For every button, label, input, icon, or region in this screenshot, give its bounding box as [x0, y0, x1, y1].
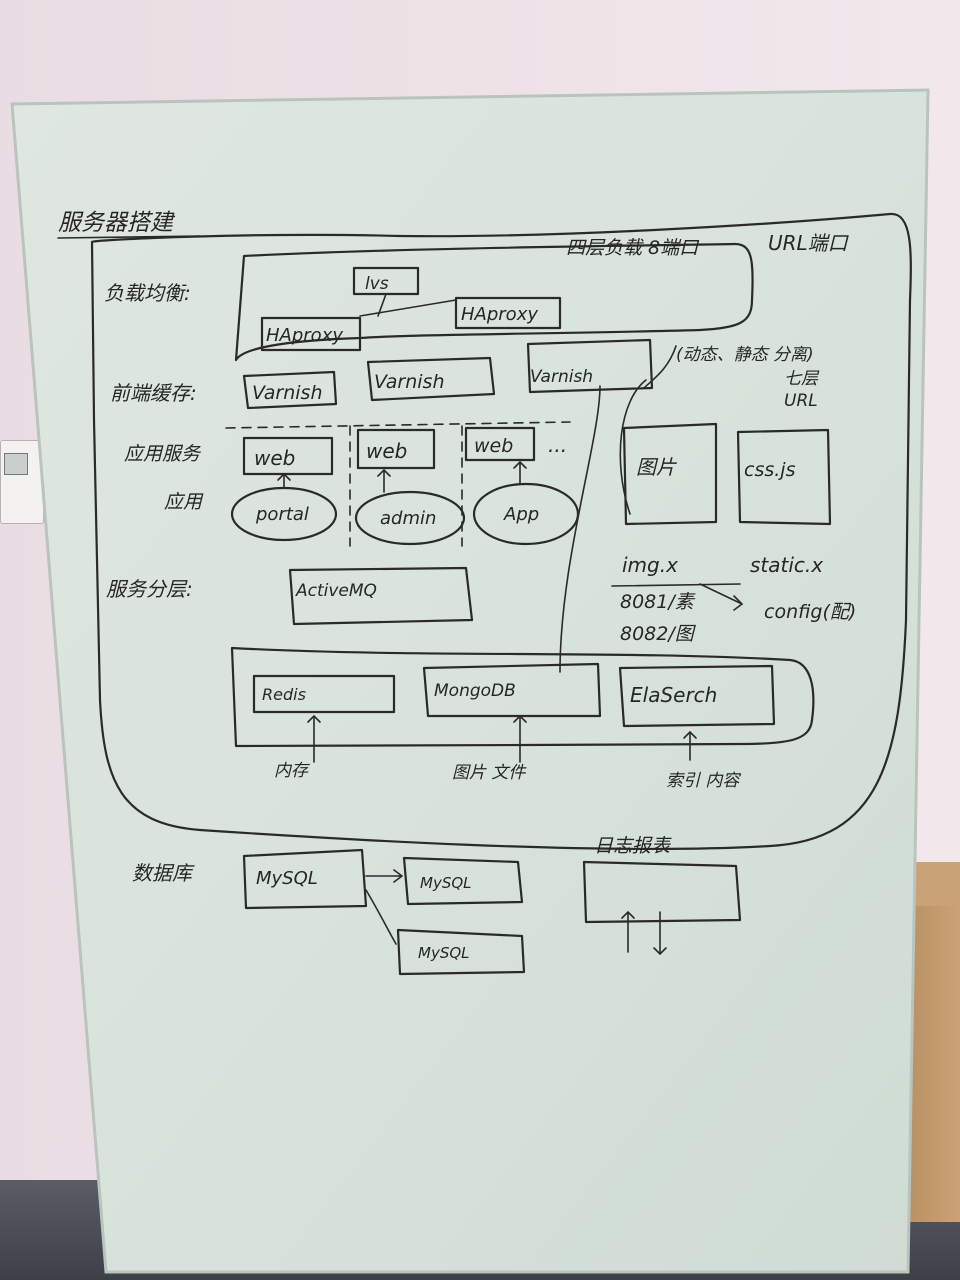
redis-box	[252, 674, 396, 714]
mongodb-label: MongoDB	[434, 681, 516, 701]
css-js-label: css.js	[744, 459, 796, 481]
layer4-note: 四层负载 8端口	[566, 237, 700, 259]
ellipsis: ...	[548, 433, 567, 457]
report-label: 日志报表	[594, 835, 672, 857]
load-balancing-group	[234, 242, 754, 362]
frontend-cache-label: 前端缓存:	[110, 381, 197, 405]
images-box	[622, 422, 718, 526]
wall-thermostat	[0, 440, 44, 524]
activemq-box	[288, 566, 474, 626]
haproxy-right-label: HAproxy	[461, 304, 538, 325]
mysql-box	[242, 848, 368, 910]
images-label: 图片	[636, 455, 677, 479]
portal-label: portal	[255, 504, 309, 525]
es-note: 索引 内容	[666, 771, 741, 791]
url-note: URL	[784, 391, 818, 411]
app-label: App	[503, 504, 539, 525]
varnish-1-label: Varnish	[252, 382, 323, 404]
varnish-2-label: Varnish	[374, 371, 445, 393]
varnish-3-label: Varnish	[530, 367, 593, 387]
app-servers-label: 应用服务	[124, 443, 202, 465]
activemq-label: ActiveMQ	[295, 581, 377, 601]
load-balancing-label: 负载均衡:	[104, 281, 191, 305]
mysql-replica-2-label: MySQL	[418, 944, 470, 962]
varnish-3-box	[526, 338, 654, 394]
elasticsearch-box	[618, 664, 776, 728]
varnish-2-box	[366, 356, 496, 402]
redis-label: Redis	[262, 685, 306, 704]
database-label: 数据库	[132, 861, 195, 885]
web-1-label: web	[254, 446, 295, 470]
web-3-box	[464, 426, 536, 462]
lvs-label: lvs	[365, 274, 389, 294]
storage-group	[230, 646, 815, 748]
web-1-box	[242, 436, 334, 476]
mysql-replica-1-box	[402, 856, 524, 906]
admin-label: admin	[380, 508, 436, 529]
glass-board	[10, 88, 930, 1274]
css-js-box	[736, 428, 832, 526]
redis-note: 内存	[274, 761, 310, 781]
mongodb-note: 图片 文件	[452, 763, 527, 783]
app-side-label: 应用	[164, 491, 204, 513]
web-2-box	[356, 428, 436, 470]
haproxy-left-box	[260, 316, 362, 352]
report-box	[582, 860, 742, 924]
config-note: config(配)	[764, 601, 856, 623]
split-note: (动态、静态 分离)	[676, 345, 814, 365]
web-2-label: web	[366, 439, 407, 463]
outer-boundary	[90, 212, 912, 851]
elasticsearch-label: ElaSerch	[630, 683, 717, 707]
mysql-replica-2-box	[396, 928, 526, 976]
mysql-replica-1-label: MySQL	[420, 874, 472, 892]
port-8081: 8081/素	[620, 591, 696, 613]
board-title: 服务器搭建	[58, 210, 176, 236]
layer7-note: 七层	[784, 369, 820, 389]
mongodb-box	[422, 662, 602, 718]
url-port-note: URL端口	[768, 231, 850, 255]
varnish-1-box	[242, 370, 338, 410]
static-host: static.x	[750, 553, 823, 577]
haproxy-right-box	[454, 296, 562, 330]
haproxy-left-label: HAproxy	[266, 325, 343, 346]
mysql-label: MySQL	[256, 868, 318, 889]
port-8082: 8082/图	[620, 623, 697, 645]
service-layer-label: 服务分层:	[106, 577, 193, 601]
img-host: img.x	[622, 553, 678, 577]
thermostat-screen	[4, 453, 28, 475]
web-3-label: web	[474, 435, 513, 457]
admin-ellipse	[354, 490, 466, 546]
